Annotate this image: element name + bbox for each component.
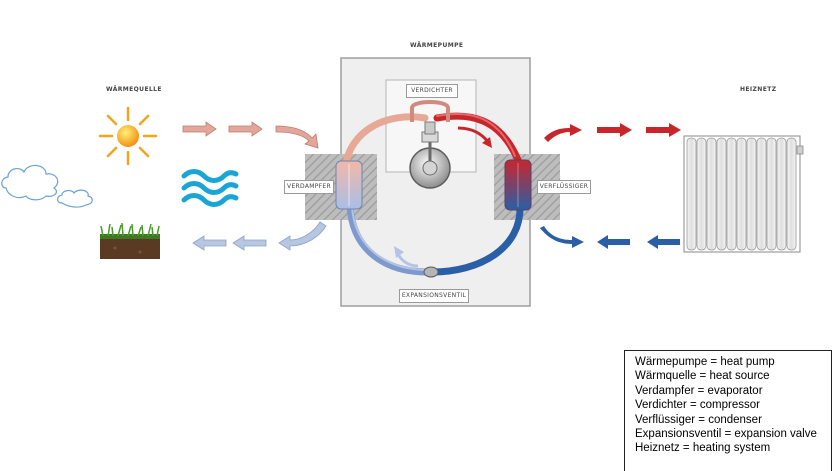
legend-item: Verflüssiger = condenser [635,413,762,426]
radiator-icon [683,135,804,253]
ground-icon [100,222,160,259]
evaporator-label: VERDAMPFER [284,180,334,194]
legend-item: Expansionsventil = expansion valve [635,428,817,441]
condenser-coil [504,159,532,211]
pipe-condenser-to-valve [428,201,524,276]
expansion-valve-label: EXPANSIONSVENTIL [399,289,469,303]
translation-legend: Wärmepumpe = heat pump Wärmquelle = heat… [624,350,832,471]
expansion-valve-icon [423,266,439,278]
heating-system-label: HEIZNETZ [740,86,777,93]
heating-arrows-return [540,226,680,249]
pipe-valve-to-evaporator [346,201,432,276]
heating-arrows-out [544,123,681,142]
heat-source-label: WÄRMEQUELLE [106,86,162,93]
compressor-label: VERDICHTER [406,84,458,98]
sun-icon [98,106,158,166]
legend-item: Wärmquelle = heat source [635,370,770,383]
water-icon [181,169,239,207]
heat-source-arrows-in [182,121,319,149]
flow-arrow-cool [396,253,419,268]
compressor-loop [410,100,450,122]
cloud-icon [1,164,93,208]
condenser-label: VERFLÜSSIGER [537,180,591,194]
legend-item: Heiznetz = heating system [635,442,771,455]
legend-item: Verdichter = compressor [635,399,760,412]
legend-item: Verdampfer = evaporator [635,384,763,397]
heat-pump-label: WÄRMEPUMPE [410,42,464,49]
legend-item: Wärmepumpe = heat pump [635,356,775,368]
heat-source-arrows-out [192,221,327,251]
